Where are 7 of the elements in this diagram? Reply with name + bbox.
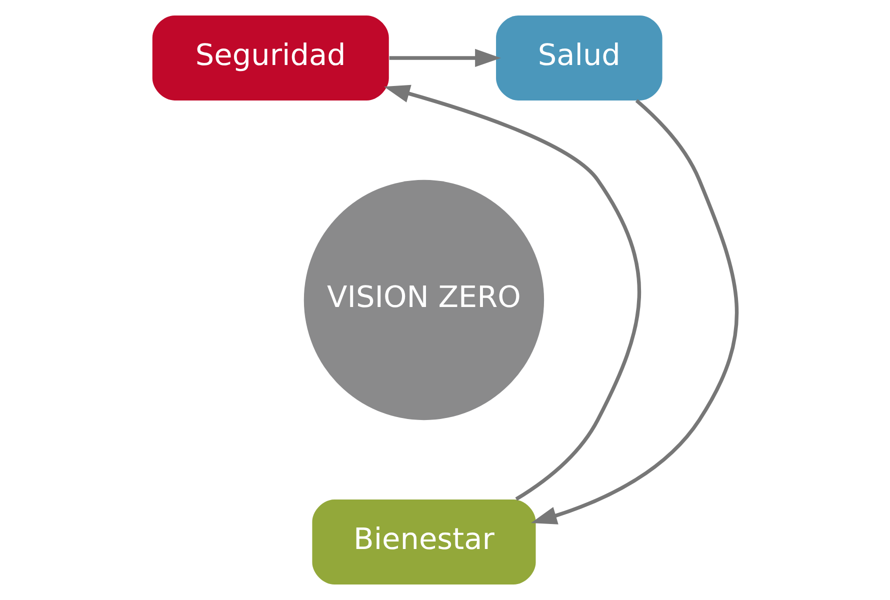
node-circle: VISION ZERO (304, 180, 544, 420)
arrow (389, 48, 501, 68)
arrow (384, 84, 641, 501)
node-box: Seguridad (152, 15, 389, 100)
node-box: Bienestar (312, 500, 536, 585)
arrow (530, 99, 738, 524)
node-box: Salud (496, 15, 662, 100)
